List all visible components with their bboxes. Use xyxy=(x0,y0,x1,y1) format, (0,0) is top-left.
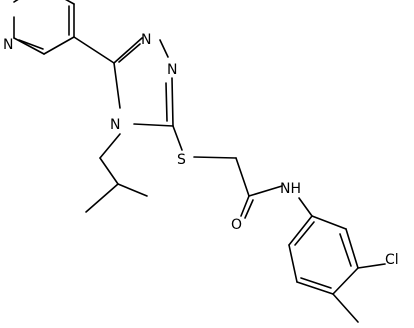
carbonyl-o-label: O xyxy=(231,217,242,233)
triazole-n-isobutyl-label: N xyxy=(110,117,120,133)
triazole-n-top-label: N xyxy=(141,32,151,48)
aryl-link-bond xyxy=(73,36,115,64)
triazole-ring xyxy=(113,37,174,127)
thioether-s-label: S xyxy=(177,152,186,168)
ch2-co-bond xyxy=(235,157,250,197)
c-cl-bond xyxy=(357,263,386,269)
s-ch2-bond xyxy=(193,156,237,159)
chloro-label: Cl xyxy=(385,252,399,268)
benzene-ring xyxy=(288,215,359,295)
methyl-bond xyxy=(332,293,359,323)
isobutyl-chain xyxy=(85,133,148,213)
triazole-n-right-label: N xyxy=(167,62,177,78)
amide-nh-label: NH xyxy=(280,181,301,197)
pyridine-n-label: N xyxy=(3,37,13,53)
amide-group xyxy=(240,185,313,219)
pyridine-ring xyxy=(13,0,75,55)
c-s-bond xyxy=(172,125,183,151)
